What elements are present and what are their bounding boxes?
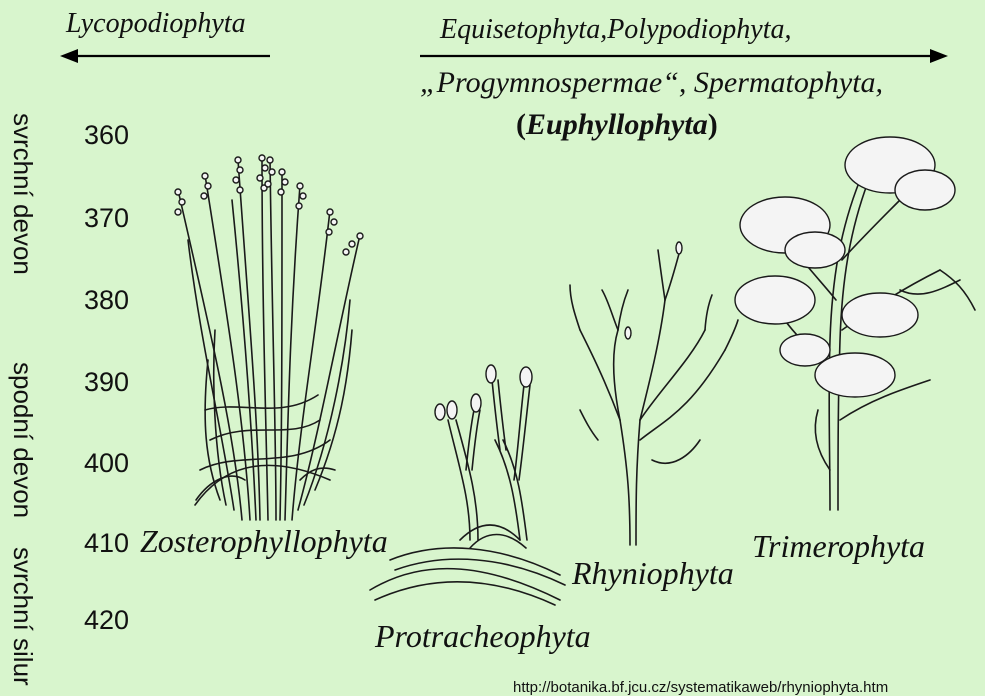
trimerophyta-plant bbox=[735, 137, 975, 510]
source-url: http://botanika.bf.jcu.cz/systematikaweb… bbox=[513, 679, 888, 696]
label-rhyniophyta: Rhyniophyta bbox=[572, 555, 734, 592]
rhyniophyta-plant bbox=[570, 242, 738, 545]
label-zosterophyllophyta: Zosterophyllophyta bbox=[140, 523, 388, 560]
zosterophyllophyta-plant bbox=[175, 155, 363, 520]
label-trimerophyta: Trimerophyta bbox=[752, 528, 925, 565]
protracheophyta-plant bbox=[370, 365, 565, 605]
label-protracheophyta: Protracheophyta bbox=[375, 618, 591, 655]
